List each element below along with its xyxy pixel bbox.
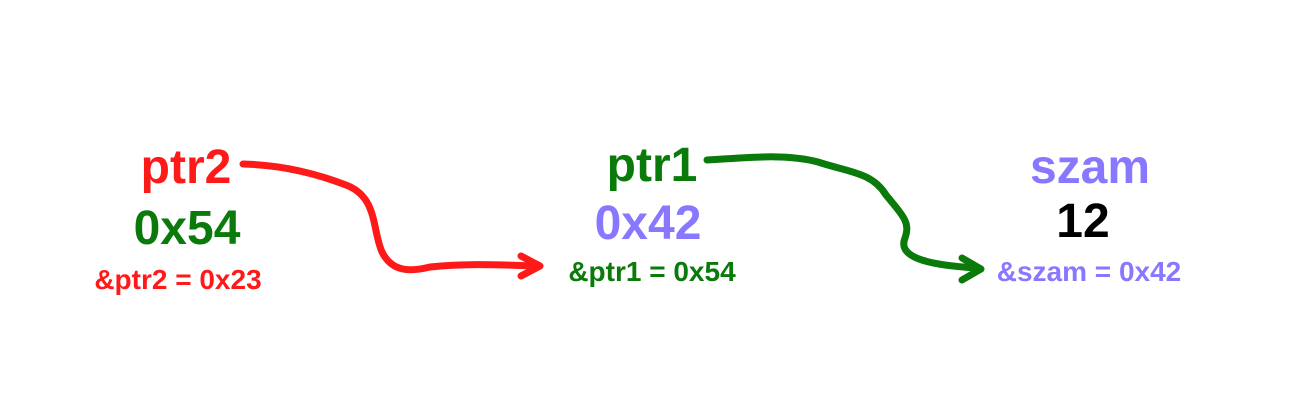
arrow-ptr1-to-szam [703, 153, 985, 284]
ptr1-address: &ptr1 = 0x54 [568, 256, 736, 287]
ptr1-name: ptr1 [606, 139, 698, 192]
ptr1-value: 0x42 [594, 197, 702, 250]
ptr2-value: 0x54 [133, 202, 241, 255]
arrow-ptr2-to-ptr1 [239, 160, 544, 280]
szam-value: 12 [1056, 195, 1110, 248]
szam-address: &szam = 0x42 [996, 256, 1182, 287]
szam-name: szam [1029, 141, 1151, 194]
ptr2-name: ptr2 [140, 141, 232, 194]
ptr2-address: &ptr2 = 0x23 [94, 264, 262, 295]
